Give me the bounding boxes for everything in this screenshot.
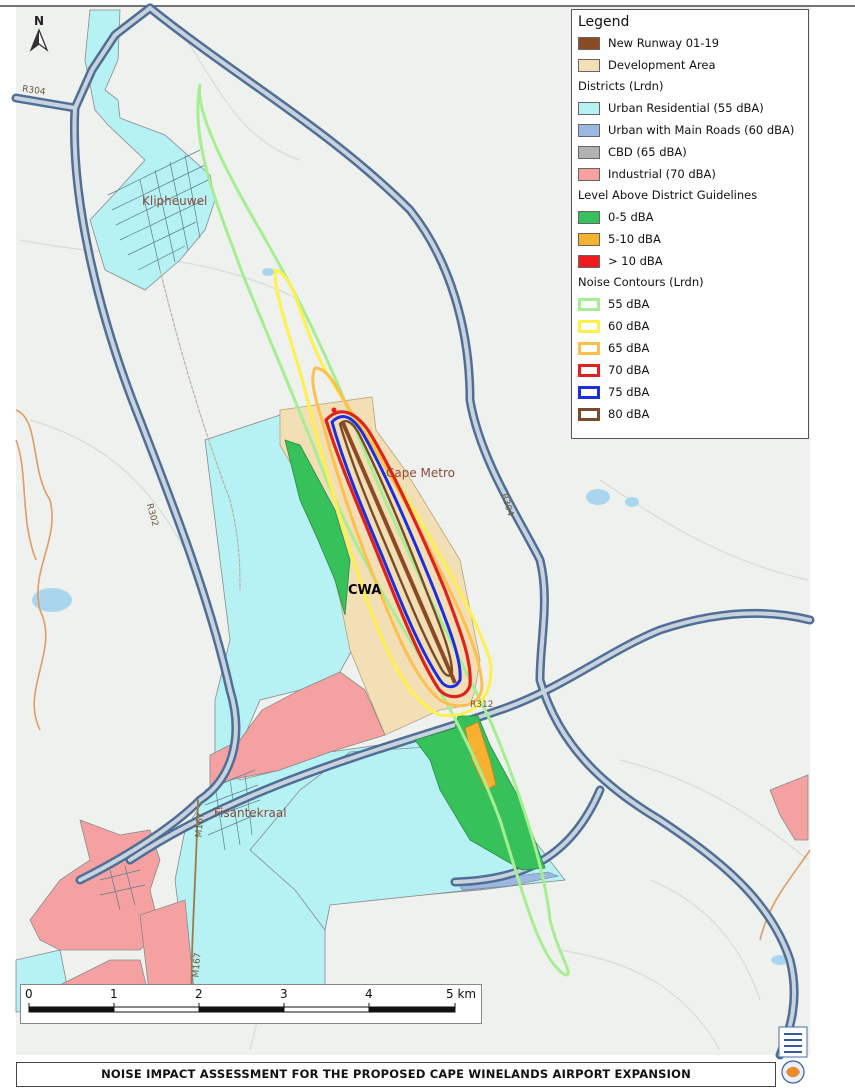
legend-contour-label: 80 dBA — [608, 407, 650, 421]
legend-contour-swatch — [578, 385, 600, 399]
map-title: NOISE IMPACT ASSESSMENT FOR THE PROPOSED… — [16, 1062, 776, 1087]
legend-districts-heading: Districts (Lrdn) — [578, 79, 664, 93]
legend-top-swatch — [578, 36, 600, 50]
legend-contour-item: 80 dBA — [578, 403, 802, 425]
contour-75 — [330, 415, 462, 689]
legend-district-label: Industrial (70 dBA) — [608, 167, 716, 181]
contour-65 — [311, 366, 484, 708]
scale-tick-label: 0 — [25, 987, 33, 1001]
scale-tick-label: 1 — [110, 987, 118, 1001]
scale-tick-label: 3 — [280, 987, 288, 1001]
legend-level-items: 0-5 dBA 5-10 dBA > 10 dBA — [578, 206, 802, 272]
legend-district-swatch — [578, 101, 600, 115]
legend-contour-swatch — [578, 297, 600, 311]
legend-level-label: 5-10 dBA — [608, 232, 661, 246]
legend-level-swatch — [578, 254, 600, 268]
label-klipheuwel: Klipheuwel — [142, 194, 208, 208]
legend-contour-items: 55 dBA 60 dBA 65 dBA 70 dBA 75 dBA 80 dBA — [578, 293, 802, 425]
noise-contours — [196, 83, 570, 977]
legend-contour-item: 60 dBA — [578, 315, 802, 337]
scale-bar-graphic — [28, 1003, 456, 1013]
legend-district-swatch — [578, 123, 600, 137]
road-label-r312: R312 — [470, 700, 494, 710]
legend-top-item: Development Area — [578, 54, 802, 76]
legend-district-label: Urban with Main Roads (60 dBA) — [608, 123, 795, 137]
legend-level-label: 0-5 dBA — [608, 210, 654, 224]
legend-district-swatch — [578, 167, 600, 181]
scale-tick-label: 5 km — [446, 987, 477, 1001]
legend-district-label: Urban Residential (55 dBA) — [608, 101, 764, 115]
legend-district-item: Industrial (70 dBA) — [578, 163, 802, 185]
contour-55 — [196, 83, 570, 977]
scale-tick-label: 4 — [365, 987, 373, 1001]
legend-title: Legend — [578, 14, 630, 30]
legend-contour-label: 60 dBA — [608, 319, 650, 333]
legend-top-swatch — [578, 58, 600, 72]
legend-district-items: Urban Residential (55 dBA) Urban with Mai… — [578, 97, 802, 185]
legend-contour-swatch — [578, 341, 600, 355]
legend-district-item: Urban Residential (55 dBA) — [578, 97, 802, 119]
north-arrow-icon — [29, 28, 49, 52]
legend-contours-heading: Noise Contours (Lrdn) — [578, 275, 704, 289]
contour-70 — [324, 410, 472, 699]
municipal-boundaries — [15, 409, 811, 941]
legend-contour-label: 65 dBA — [608, 341, 650, 355]
legend-level-heading: Level Above District Guidelines — [578, 188, 758, 202]
company-logo — [778, 1026, 808, 1084]
legend-district-item: CBD (65 dBA) — [578, 141, 802, 163]
exceedance-0-5-west — [284, 439, 351, 616]
legend-district-item: Urban with Main Roads (60 dBA) — [578, 119, 802, 141]
scale-bar: 0 1 2 3 4 5 km — [20, 984, 482, 1024]
label-cape-metro: Cape Metro — [386, 466, 455, 480]
legend-contour-label: 75 dBA — [608, 385, 650, 399]
label-cwa: CWA — [348, 583, 382, 598]
exceedance-10-plus-marker — [331, 407, 337, 413]
legend-level-item: 0-5 dBA — [578, 206, 802, 228]
water-bodies — [32, 268, 805, 1037]
exceedance-5-10-south — [464, 721, 497, 791]
north-arrow: N — [27, 14, 51, 58]
legend-district-swatch — [578, 145, 600, 159]
legend-level-swatch — [578, 210, 600, 224]
legend-level-label: > 10 dBA — [608, 254, 663, 268]
north-letter: N — [33, 14, 45, 28]
legend-contour-item: 70 dBA — [578, 359, 802, 381]
scale-tick-label: 2 — [195, 987, 203, 1001]
legend-contour-swatch — [578, 363, 600, 377]
legend-level-swatch — [578, 232, 600, 246]
legend-district-label: CBD (65 dBA) — [608, 145, 687, 159]
legend-contour-item: 65 dBA — [578, 337, 802, 359]
legend-contour-label: 55 dBA — [608, 297, 650, 311]
new-runway-01-19 — [341, 422, 457, 684]
legend-contour-item: 55 dBA — [578, 293, 802, 315]
legend-top-label: Development Area — [608, 58, 716, 72]
legend-level-item: 5-10 dBA — [578, 228, 802, 250]
legend-top-label: New Runway 01-19 — [608, 36, 720, 50]
legend-top-item: New Runway 01-19 — [578, 32, 802, 54]
legend-contour-item: 75 dBA — [578, 381, 802, 403]
label-fisantekraal: Fisantekraal — [214, 806, 287, 820]
legend-contour-label: 70 dBA — [608, 363, 650, 377]
legend-contour-swatch — [578, 407, 600, 421]
legend-contour-swatch — [578, 319, 600, 333]
legend-level-item: > 10 dBA — [578, 250, 802, 272]
